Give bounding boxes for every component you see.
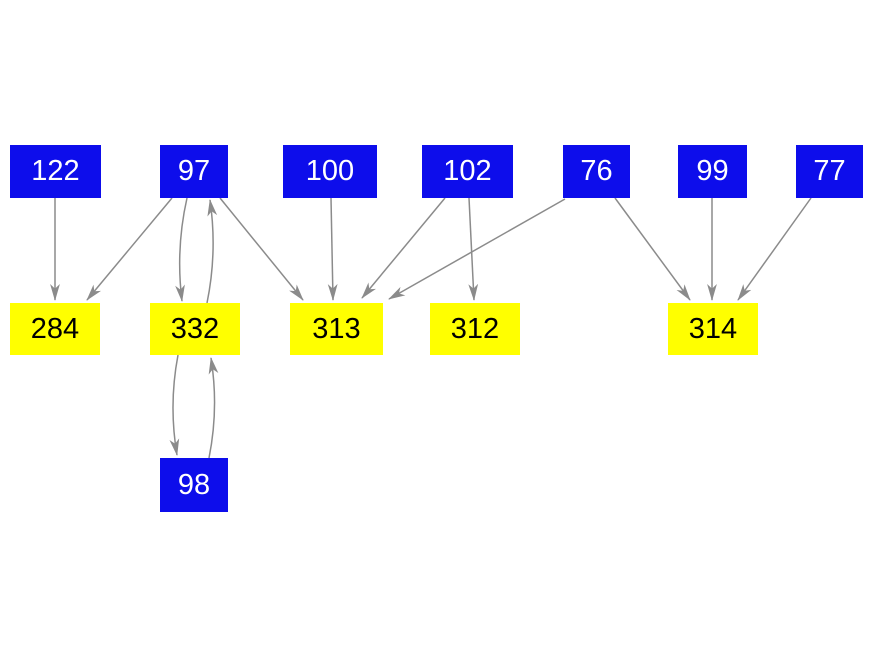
edge-97-313 <box>219 197 304 301</box>
edge-332-97 <box>206 199 218 304</box>
graph-node-102[interactable]: 102 <box>422 145 513 198</box>
graph-node-100[interactable]: 100 <box>283 145 377 198</box>
graph-node-284[interactable]: 284 <box>10 303 100 355</box>
graph-node-122[interactable]: 122 <box>10 145 101 198</box>
edge-97-284 <box>86 197 173 301</box>
node-label: 77 <box>813 155 846 187</box>
node-label: 314 <box>688 312 738 345</box>
node-label: 313 <box>312 312 361 345</box>
node-label: 102 <box>443 155 492 187</box>
node-label: 99 <box>696 155 729 187</box>
edge-102-313 <box>361 197 446 299</box>
edge-332-98 <box>169 354 180 456</box>
node-label: 76 <box>580 155 613 187</box>
graph-node-77[interactable]: 77 <box>796 145 863 198</box>
graph-node-76[interactable]: 76 <box>563 145 630 198</box>
node-label: 100 <box>305 155 355 187</box>
edge-98-332 <box>208 357 219 459</box>
graph-node-98[interactable]: 98 <box>160 458 228 512</box>
edge-77-314 <box>737 197 812 301</box>
edge-97-332 <box>175 197 188 302</box>
graph-node-99[interactable]: 99 <box>678 145 747 198</box>
node-label: 312 <box>450 312 500 345</box>
edge-100-313 <box>327 197 338 301</box>
node-label: 98 <box>177 468 211 501</box>
node-label: 97 <box>177 155 211 187</box>
edge-102-312 <box>468 197 479 301</box>
graph-node-97[interactable]: 97 <box>160 145 228 198</box>
graph-node-314[interactable]: 314 <box>668 303 758 355</box>
node-label: 332 <box>170 312 220 345</box>
node-label: 284 <box>30 312 80 345</box>
edge-76-314 <box>614 197 691 301</box>
graph-node-313[interactable]: 313 <box>290 303 383 355</box>
graph-node-332[interactable]: 332 <box>150 303 240 355</box>
node-label: 122 <box>31 155 80 187</box>
graph-node-312[interactable]: 312 <box>430 303 520 355</box>
edge-76-313 <box>388 198 566 300</box>
